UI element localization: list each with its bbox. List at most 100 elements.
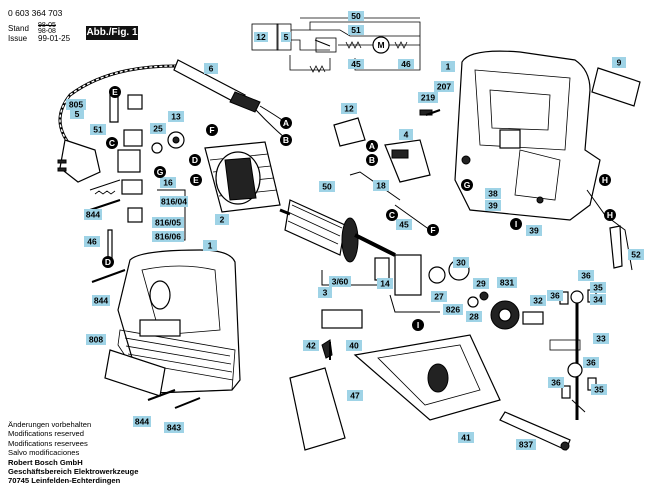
marker-E: E [193,175,199,185]
part-label: 13 [171,112,181,122]
part-label: 39 [529,226,539,236]
part-label: 27 [434,292,444,302]
part-label: 18 [376,181,386,191]
part-label: 36 [551,378,561,388]
marker-I: I [515,219,517,229]
part-label: 38 [488,189,498,199]
part-label: 2 [220,215,225,225]
part-label: 844 [94,296,108,306]
part-label: 844 [86,210,100,220]
part-label: 45 [351,59,361,69]
marker-G: G [157,167,164,177]
company-address: 70745 Leinfelden-Echterdingen [8,476,121,486]
part-label: 1 [446,62,451,72]
marker-D: D [105,257,111,267]
part-label: 36 [586,358,596,368]
marker-A: A [369,141,375,151]
part-label: 42 [306,341,316,351]
part-label: 3/60 [332,277,349,287]
marker-C: C [389,210,395,220]
part-label: 12 [344,104,354,114]
part-label: 3 [323,288,328,298]
gear-parts [374,254,489,308]
power-cable [57,59,286,183]
part-label: 34 [593,295,603,305]
part-label: 40 [349,341,359,351]
field-coil [204,141,281,213]
marker-B: B [283,135,289,145]
marker-E: E [112,87,118,97]
blade-guard [289,367,346,451]
division-name: Geschäftsbereich Elektrowerkzeuge [8,467,139,477]
plunger-assembly [490,289,597,420]
screws [89,109,441,409]
foot-plate [321,309,501,421]
part-label: 52 [631,250,641,260]
part-label: 47 [350,391,360,401]
part-label: 25 [153,124,163,134]
footer-line: Änderungen vorbehalten [8,420,92,429]
nameplate-9 [591,67,641,107]
footer-line: Modifications reserved [8,429,84,439]
housing-right [454,50,601,221]
part-label: 837 [519,440,533,450]
part-label: 844 [135,417,149,427]
part-label: 14 [380,279,390,289]
part-label: 16 [163,178,173,188]
part-label: 29 [476,279,486,289]
part-label: 35 [593,283,603,293]
part-label: 4 [404,130,409,140]
part-label: 41 [461,433,471,443]
marker-F: F [209,125,214,135]
part-label: 35 [594,385,604,395]
part-label: 12 [256,32,266,42]
marker-H: H [607,210,613,220]
part-label: 45 [399,220,409,230]
part-label: 816/05 [155,218,181,228]
part-label: 9 [617,58,622,68]
part-label: 816/04 [161,197,187,207]
company-name: Robert Bosch GmbH [8,457,83,467]
part-label: 831 [500,278,514,288]
part-label: 46 [87,237,97,247]
marker-A: A [283,118,289,128]
part-label: 816/06 [155,232,181,242]
part-label: 32 [533,296,543,306]
marker-C: C [109,138,115,148]
marker-H: H [602,175,608,185]
document-number: 0 603 364 703 [8,8,63,18]
part-label: 50 [351,11,361,21]
part-label: 30 [456,258,466,268]
part-label: 46 [401,59,411,69]
footer-line: Modifications reservees [8,438,88,448]
part-label: 843 [167,423,181,433]
part-label: 50 [322,182,332,192]
part-label: 6 [209,64,214,74]
part-label: 39 [488,201,498,211]
part-label: 805 [69,100,83,110]
part-label: 36 [550,291,560,301]
marker-G: G [464,180,471,190]
wiring-schematic [251,17,421,73]
part-label: 207 [437,82,451,92]
connector-markers: A B A B F F C C D D E E G G H H I I [102,86,616,331]
part-label: 51 [93,125,103,135]
part-label: 219 [421,93,435,103]
part-label: 36 [581,271,591,281]
part-label: 51 [351,25,361,35]
marker-D: D [192,155,198,165]
hex-key [609,225,623,269]
stand-label: Stand [8,24,29,33]
stand-date: 98-08 [38,28,56,35]
marker-B: B [369,155,375,165]
part-label: 33 [596,334,606,344]
stand-old-date: 98-05 [38,22,56,29]
part-label: 1 [208,241,213,251]
marker-I: I [417,320,419,330]
switch-assembly [333,109,433,231]
marker-F: F [430,225,435,235]
part-label: 5 [75,109,80,119]
issue-label: Issue [8,34,28,43]
